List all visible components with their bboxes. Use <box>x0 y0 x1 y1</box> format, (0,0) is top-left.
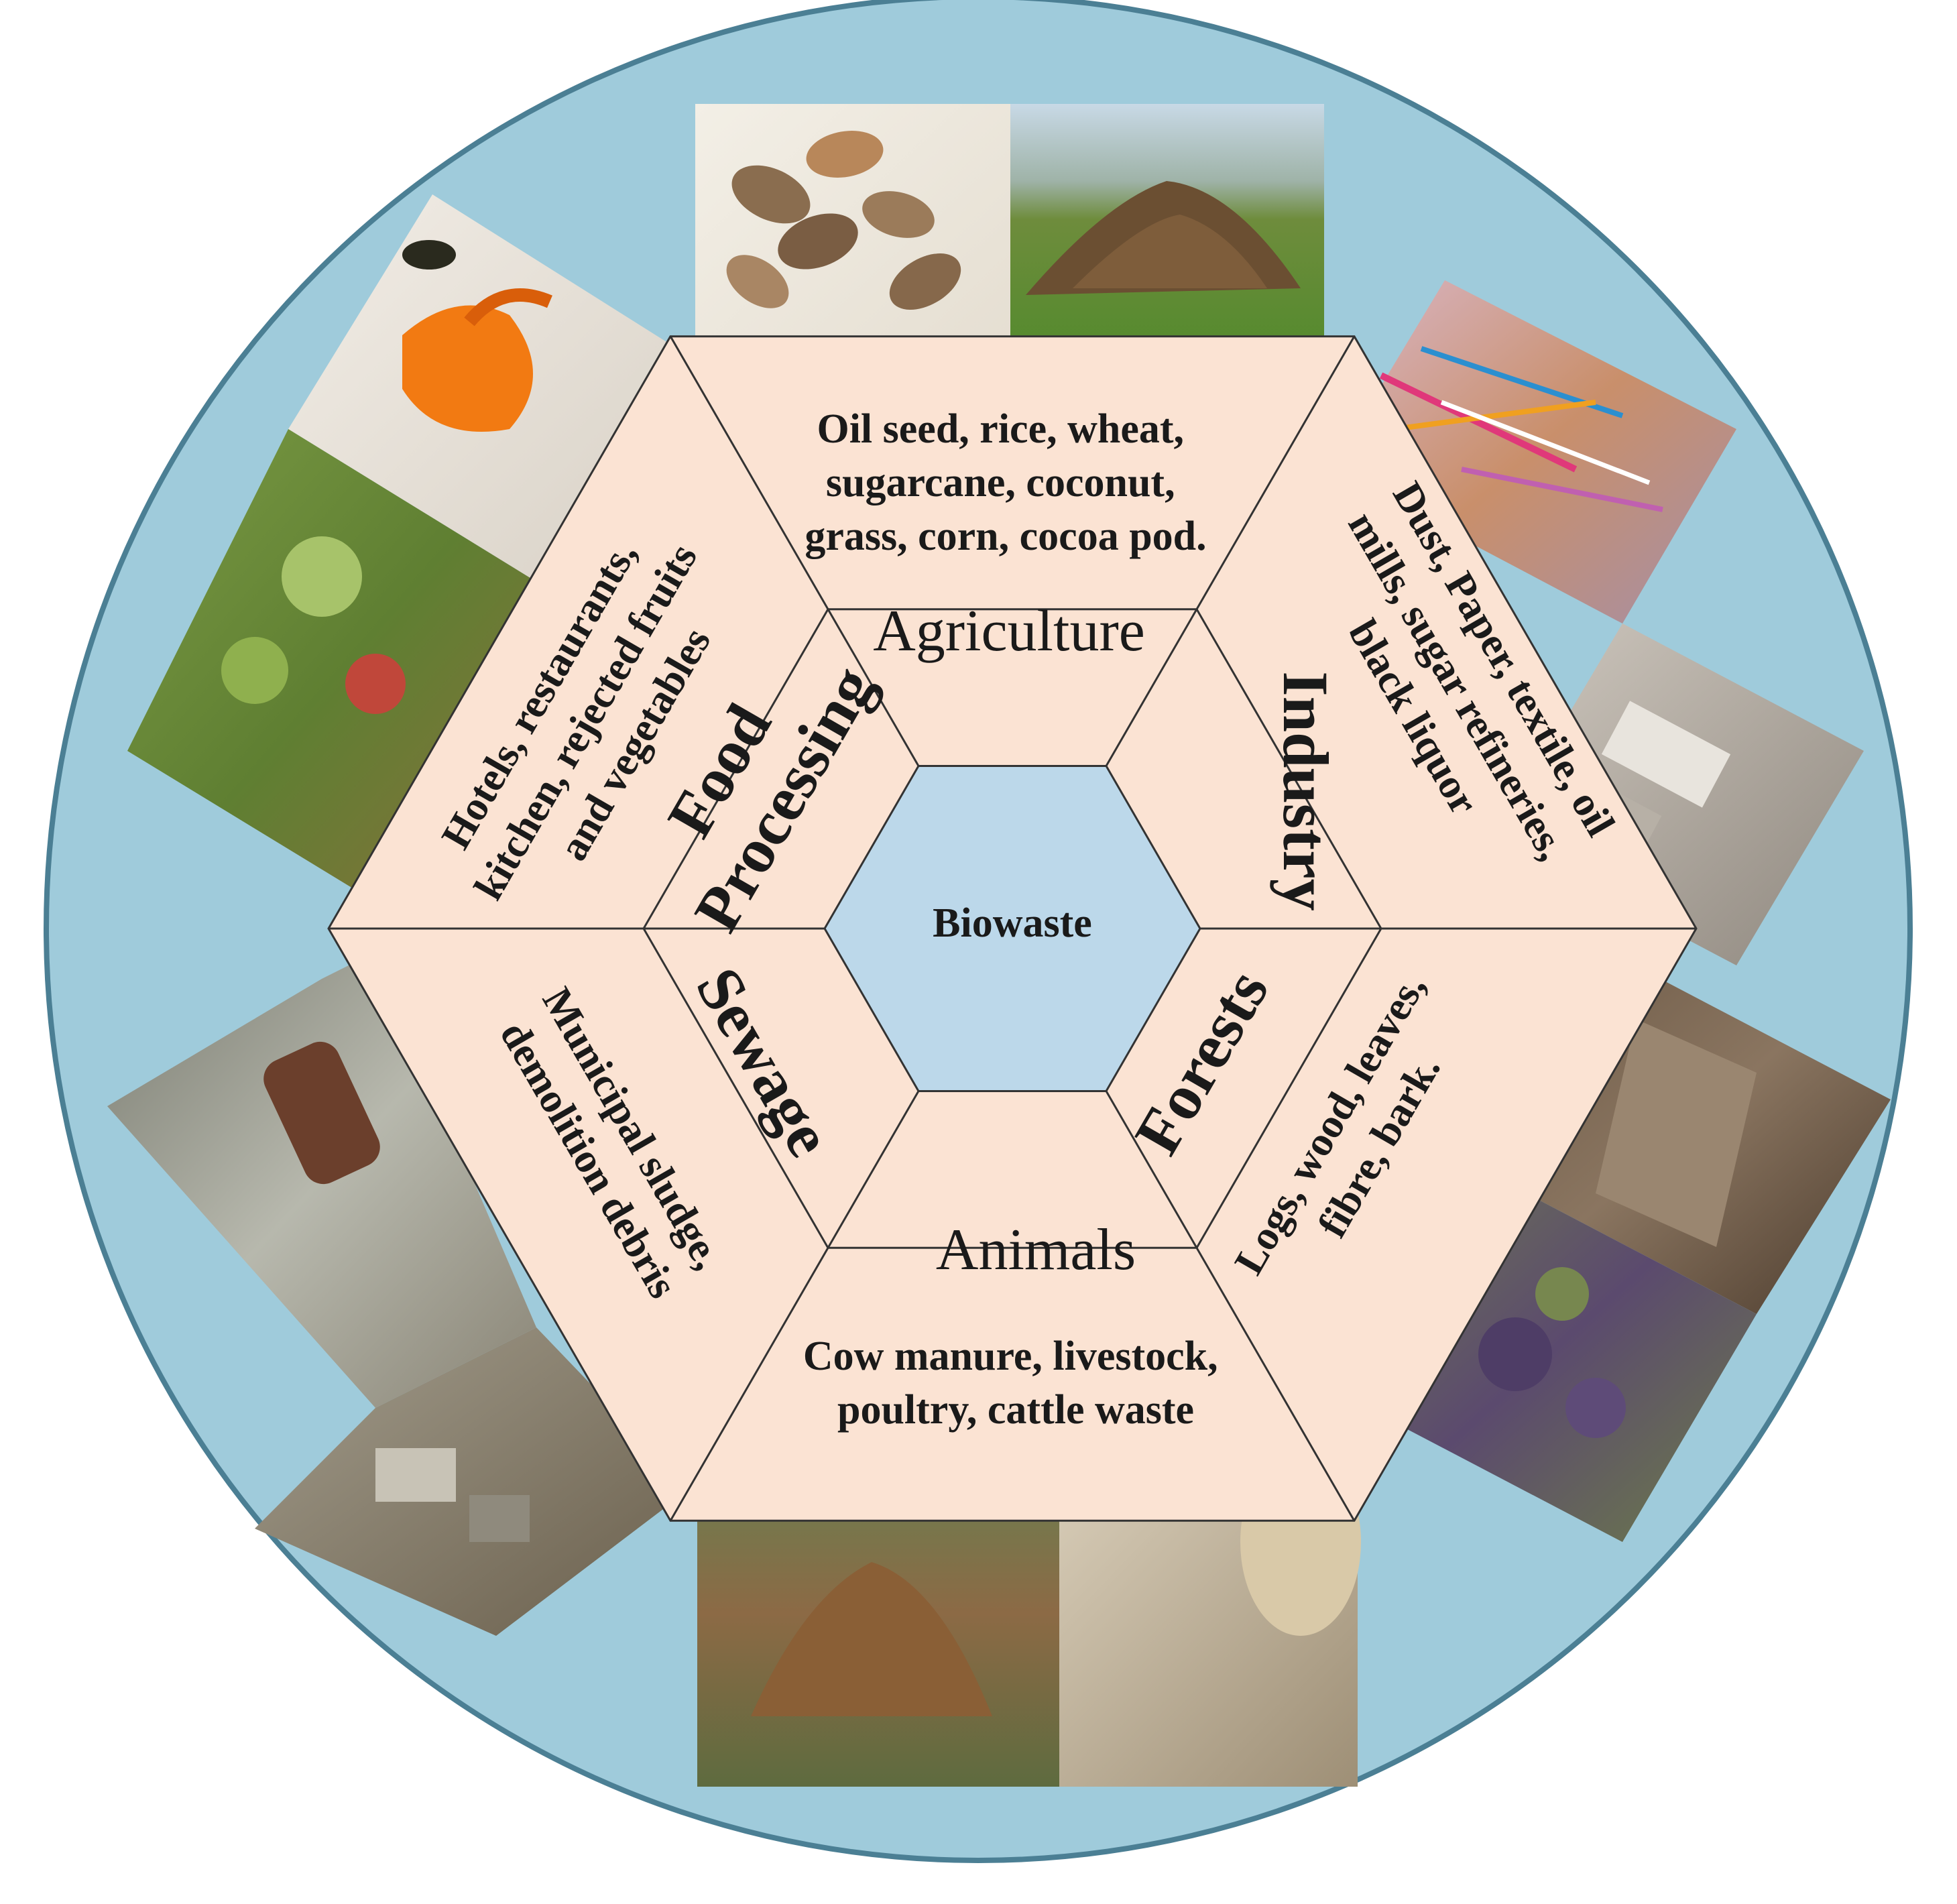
center-label: Biowaste <box>933 900 1092 946</box>
divider-line <box>669 1090 920 1522</box>
sector-label-animals: Animals <box>936 1217 1136 1283</box>
center-hexagon <box>823 765 1201 1092</box>
demolition-debris-photo <box>255 1327 691 1636</box>
sector-label-agriculture: Agriculture <box>873 599 1145 664</box>
description-agriculture-line-2: sugarcane, coconut, <box>826 460 1175 505</box>
shredded-paper-photo <box>1331 280 1736 623</box>
description-agriculture-line-1: Oil seed, rice, wheat, <box>817 406 1184 452</box>
cow-dung-pile-photo <box>697 1472 1059 1787</box>
sector-label-industry: Industry <box>1270 671 1342 910</box>
sewage-pipe-photo <box>107 952 536 1408</box>
description-animals-line-2: poultry, cattle waste <box>837 1387 1194 1433</box>
description-animals-line-1: Cow manure, livestock, <box>803 1333 1218 1379</box>
description-animals: Cow manure, livestock, poultry, cattle w… <box>803 1333 1228 1433</box>
orange-peel-photo <box>288 194 677 590</box>
description-agriculture: Oil seed, rice, wheat, sugarcane, coconu… <box>805 406 1206 559</box>
crop-residue-pile-photo <box>1010 104 1324 379</box>
description-agriculture-line-3: grass, corn, cocoa pod. <box>805 514 1206 559</box>
divider-line <box>1105 335 1356 767</box>
hexagon-dividers <box>329 335 1696 1522</box>
divider-line <box>669 335 920 767</box>
divider-line <box>1105 1090 1356 1522</box>
